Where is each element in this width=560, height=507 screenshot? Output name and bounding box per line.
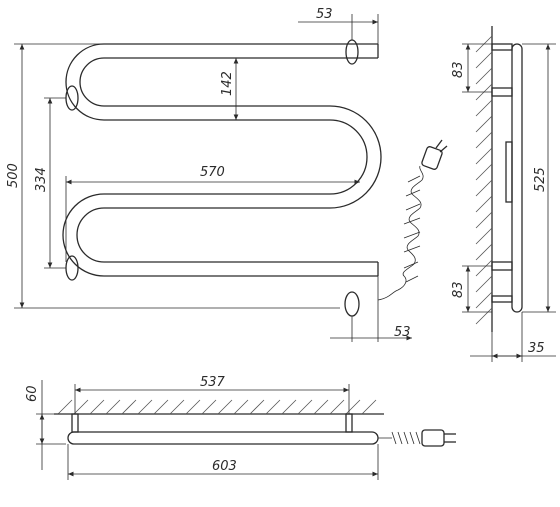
dim-total-width: 603 bbox=[212, 459, 237, 474]
rail-plan bbox=[67, 431, 379, 445]
dim-bend-spacing: 142 bbox=[220, 71, 235, 96]
plug-front bbox=[421, 139, 448, 170]
side-mount-lower bbox=[491, 261, 513, 271]
dim-mount-spacing: 334 bbox=[34, 167, 49, 192]
dim-side-height: 525 bbox=[533, 167, 548, 192]
side-mount-bottom bbox=[491, 295, 513, 303]
bracket-left bbox=[71, 413, 79, 433]
wall-hatch-plan bbox=[57, 399, 377, 415]
side-mount-upper bbox=[491, 87, 513, 97]
dim-side-mount-top: 83 bbox=[451, 61, 466, 78]
wall-hatch bbox=[475, 35, 493, 325]
dim-top-offset: 53 bbox=[316, 7, 333, 22]
mount-bottom-right bbox=[344, 291, 360, 317]
plug-plan bbox=[421, 429, 456, 447]
dim-bottom-offset: 53 bbox=[394, 325, 411, 340]
pipe-outer bbox=[62, 43, 378, 277]
dim-wall-offset: 60 bbox=[25, 385, 40, 402]
side-mount-top bbox=[491, 43, 513, 51]
front-view: 53 142 500 334 570 53 bbox=[6, 7, 448, 342]
dim-mount-span: 537 bbox=[200, 375, 226, 390]
rail-profile bbox=[511, 43, 523, 313]
dim-width: 570 bbox=[200, 165, 225, 180]
bracket-right bbox=[345, 413, 353, 433]
coiled-cable-turns bbox=[403, 175, 421, 283]
dim-side-depth: 35 bbox=[528, 341, 545, 356]
mount-left-lower bbox=[65, 255, 79, 281]
coiled-cable bbox=[377, 165, 424, 301]
pipe-inner bbox=[76, 57, 382, 263]
mount-left-upper bbox=[65, 85, 79, 111]
plan-view: 60 537 603 bbox=[25, 375, 456, 480]
dim-total-height: 500 bbox=[6, 163, 21, 188]
side-view: 83 525 83 35 bbox=[451, 26, 556, 362]
cable-plan bbox=[378, 431, 421, 445]
rail-bend-profile bbox=[505, 141, 513, 203]
dim-side-mount-bottom: 83 bbox=[451, 281, 466, 298]
